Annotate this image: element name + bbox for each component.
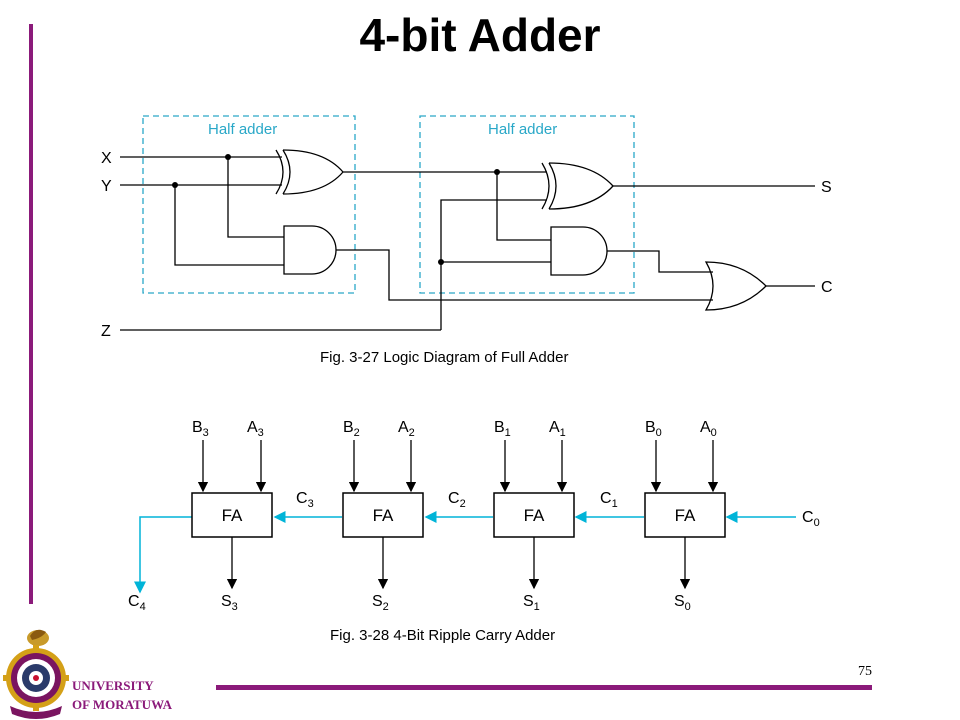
fa-block-0 [644, 492, 726, 538]
ripple-adder-caption: Fig. 3-28 4-Bit Ripple Carry Adder [330, 627, 555, 644]
or-gate [704, 261, 767, 311]
half-adder-label-1: Half adder [208, 121, 277, 138]
sum-s3-label: S3 [221, 593, 238, 613]
half-adder-box-2 [419, 115, 635, 294]
input-a0-label: A0 [700, 419, 717, 439]
input-a2-label: A2 [398, 419, 415, 439]
input-b3-label: B3 [192, 419, 209, 439]
input-a3-label: A3 [247, 419, 264, 439]
input-a1-label: A1 [549, 419, 566, 439]
xor-gate-2 [541, 162, 614, 210]
fa-label-2: FA [373, 506, 394, 525]
half-adder-label-2: Half adder [488, 121, 557, 138]
sum-s1-label: S1 [523, 593, 540, 613]
wire-y-to-and1 [174, 185, 284, 266]
sum-s2-label: S2 [372, 593, 389, 613]
fa-stage-2 [342, 440, 424, 590]
output-c-label: C [821, 279, 833, 296]
bottom-accent-bar [216, 685, 872, 690]
university-logo-icon [3, 629, 69, 719]
and-gate-2 [550, 226, 608, 276]
carry-out-line [134, 516, 192, 594]
input-x-label: X [101, 150, 112, 167]
carry-in-c0-label: C0 [802, 509, 820, 529]
full-adder-caption: Fig. 3-27 Logic Diagram of Full Adder [320, 349, 568, 366]
left-accent-bar [29, 24, 33, 604]
carry-out-c4-label: C4 [128, 593, 146, 613]
wire-xor1-to-and2 [496, 172, 551, 241]
fa-stage-0 [644, 440, 726, 590]
input-z-label: Z [101, 323, 111, 340]
input-y-label: Y [101, 178, 112, 195]
input-b2-label: B2 [343, 419, 360, 439]
fa-block-1 [493, 492, 575, 538]
university-name-line1: UNIVERSITY [72, 678, 154, 693]
page-number: 75 [858, 664, 872, 679]
sum-s0-label: S0 [674, 593, 691, 613]
university-name-line2: OF MORATUWA [72, 697, 173, 712]
fa-label-0: FA [675, 506, 696, 525]
carry-c1-label: C1 [600, 490, 618, 510]
wire-z-to-xor2 [440, 199, 547, 330]
fa-stage-3 [191, 440, 273, 590]
fa-block-2 [342, 492, 424, 538]
half-adder-box-1 [142, 115, 356, 294]
input-b1-label: B1 [494, 419, 511, 439]
fa-block-3 [191, 492, 273, 538]
fa-stage-1 [493, 440, 575, 590]
ripple-carry-adder: FA FA FA FA B3 A3 B2 A2 B1 A1 B0 A0 C3 C… [128, 419, 820, 644]
slide-title: 4-bit Adder [359, 9, 601, 61]
university-name: UNIVERSITY OF MORATUWA [72, 676, 222, 714]
and-gate-1 [283, 225, 337, 275]
output-s-label: S [821, 179, 832, 196]
full-adder-diagram [120, 115, 815, 331]
input-b0-label: B0 [645, 419, 662, 439]
fa-label-1: FA [524, 506, 545, 525]
wire-and1-to-or [336, 249, 713, 301]
xor-gate-1 [275, 149, 344, 195]
carry-c2-label: C2 [448, 490, 466, 510]
wire-and2-to-or [607, 250, 713, 273]
fa-label-3: FA [222, 506, 243, 525]
wire-x-to-and1 [227, 157, 284, 238]
junction-dots [172, 154, 500, 265]
carry-c3-label: C3 [296, 490, 314, 510]
